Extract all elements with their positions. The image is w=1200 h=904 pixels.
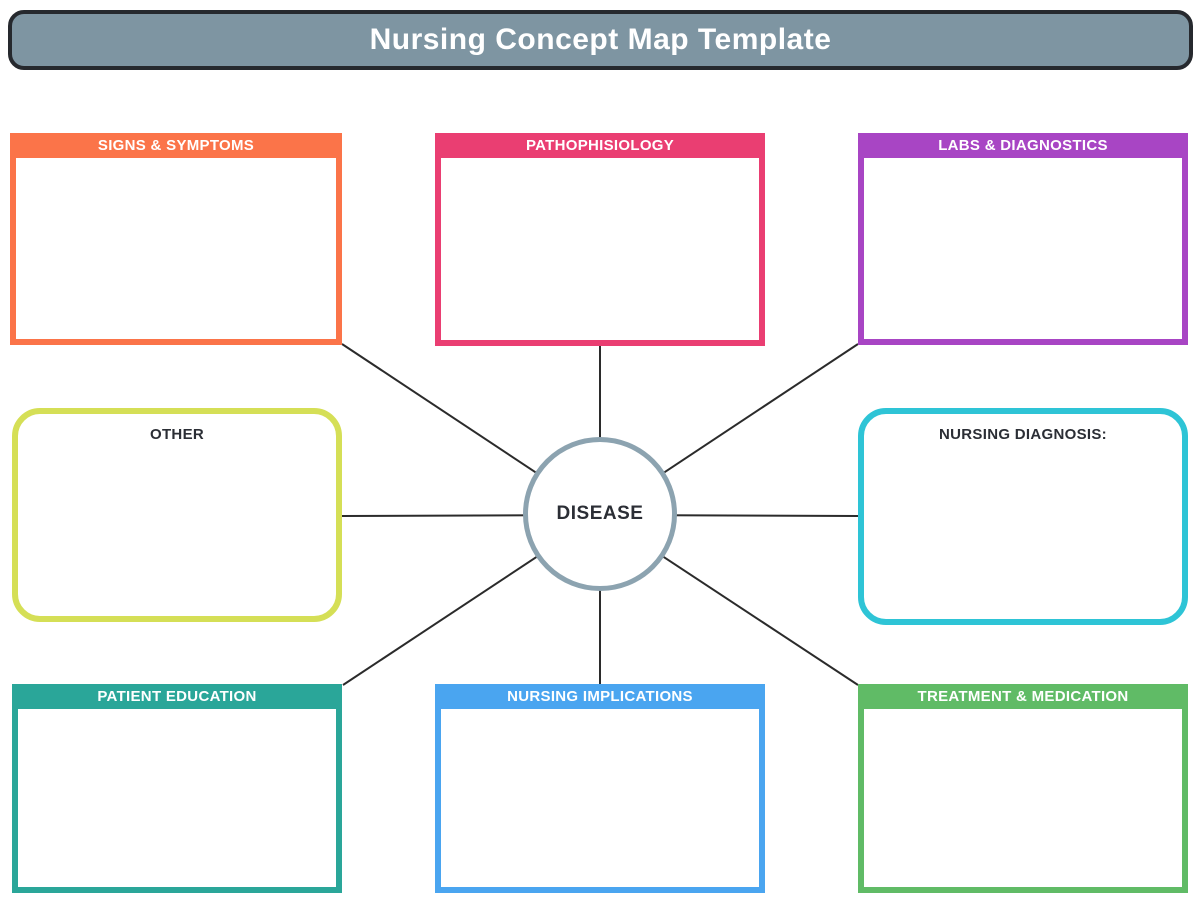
node-nursing-diagnosis[interactable]: NURSING DIAGNOSIS: bbox=[858, 408, 1188, 625]
node-patient-education-label: PATIENT EDUCATION bbox=[97, 688, 257, 705]
node-labs-diagnostics-body[interactable] bbox=[864, 158, 1182, 339]
node-labs-diagnostics[interactable]: LABS & DIAGNOSTICS bbox=[858, 133, 1188, 345]
center-node-disease-label: DISEASE bbox=[556, 503, 644, 524]
node-pathophisiology-body[interactable] bbox=[441, 158, 759, 340]
node-nursing-implications-label: NURSING IMPLICATIONS bbox=[507, 688, 693, 705]
node-nursing-diagnosis-label: NURSING DIAGNOSIS: bbox=[939, 426, 1107, 443]
title-bar: Nursing Concept Map Template bbox=[8, 10, 1193, 70]
node-patient-education[interactable]: PATIENT EDUCATION bbox=[12, 684, 342, 893]
node-patient-education-body[interactable] bbox=[18, 709, 336, 887]
node-signs-symptoms-label: SIGNS & SYMPTOMS bbox=[97, 137, 255, 154]
node-nursing-implications-body[interactable] bbox=[441, 709, 759, 887]
node-pathophisiology[interactable]: PATHOPHISIOLOGY bbox=[435, 133, 765, 346]
node-signs-symptoms[interactable]: SIGNS & SYMPTOMS bbox=[10, 133, 342, 345]
node-treatment-medication-label: TREATMENT & MEDICATION bbox=[917, 688, 1129, 705]
center-node-disease[interactable]: DISEASE bbox=[523, 437, 677, 591]
node-treatment-medication[interactable]: TREATMENT & MEDICATION bbox=[858, 684, 1188, 893]
page-title: Nursing Concept Map Template bbox=[369, 23, 832, 56]
node-nursing-implications[interactable]: NURSING IMPLICATIONS bbox=[435, 684, 765, 893]
node-other-label: OTHER bbox=[150, 426, 204, 443]
node-treatment-medication-body[interactable] bbox=[864, 709, 1182, 887]
node-other[interactable]: OTHER bbox=[12, 408, 342, 622]
node-signs-symptoms-body[interactable] bbox=[16, 158, 336, 339]
node-labs-diagnostics-label: LABS & DIAGNOSTICS bbox=[938, 137, 1108, 154]
node-pathophisiology-label: PATHOPHISIOLOGY bbox=[525, 137, 675, 154]
